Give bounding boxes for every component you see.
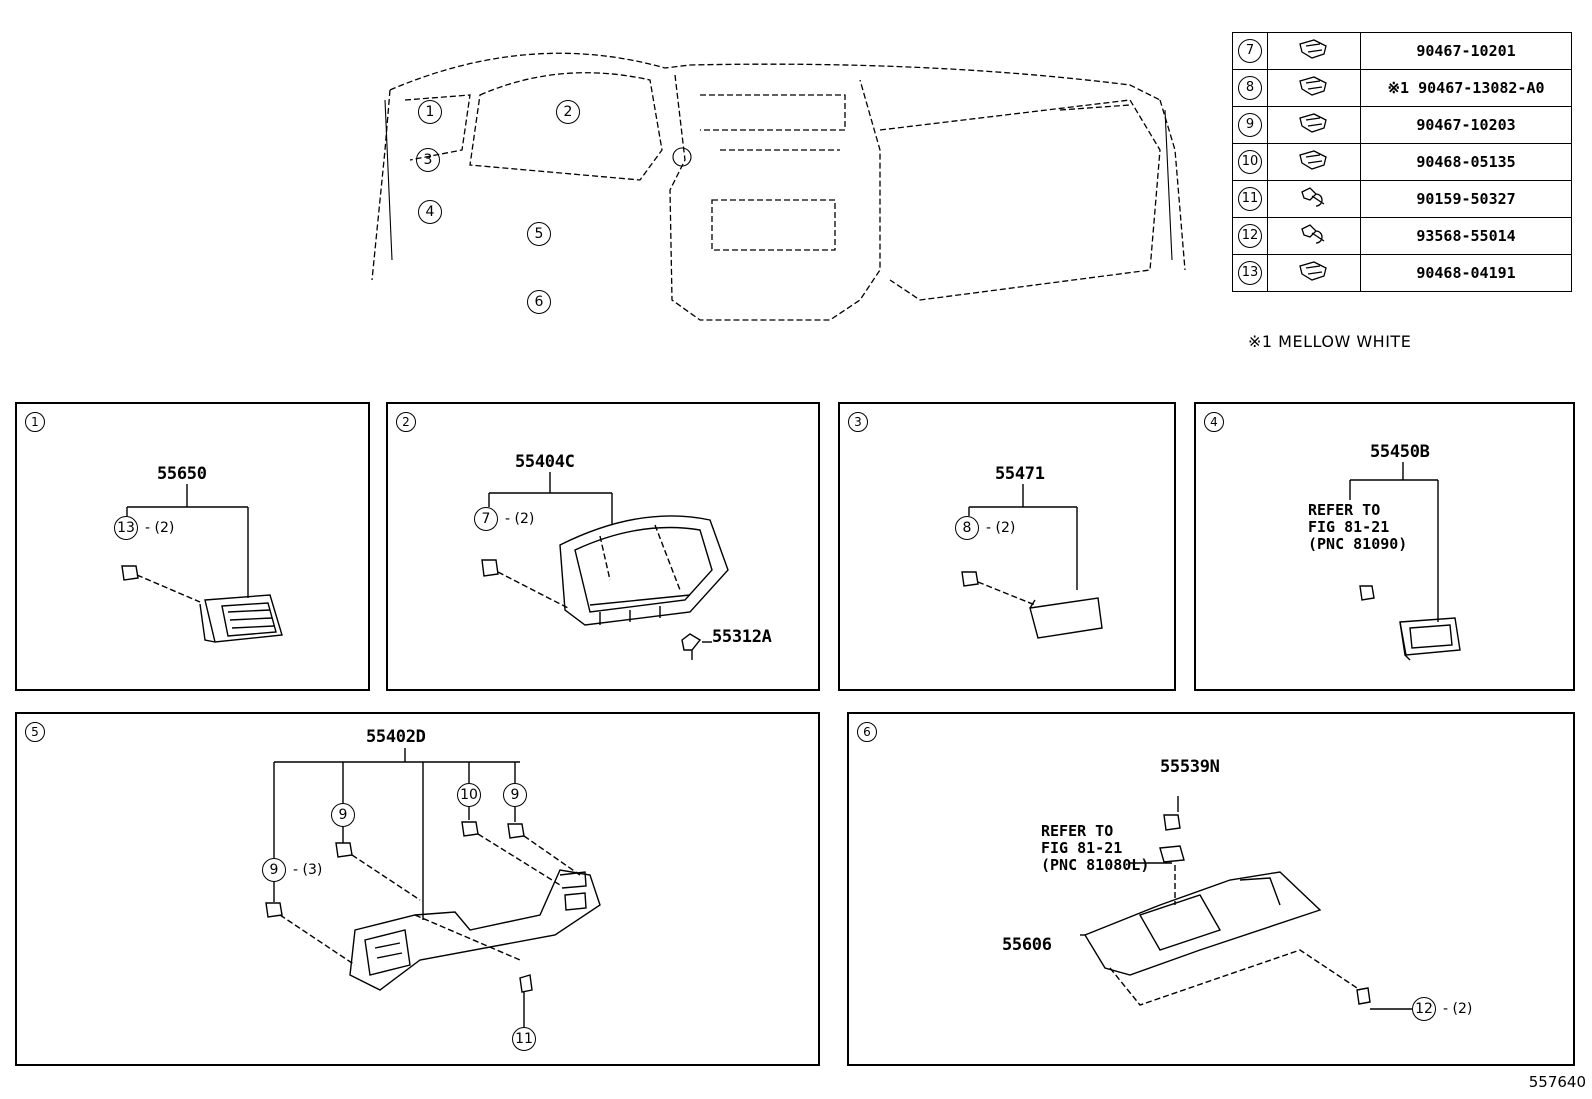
part-label-55471[interactable]: 55471 [995, 464, 1045, 484]
ref-circle[interactable]: 8 [1238, 76, 1262, 100]
legend-part-number[interactable]: ※1 90467-13082-A0 [1360, 69, 1572, 107]
ref-circle[interactable]: 7 [1238, 39, 1262, 63]
part-label-55539N[interactable]: 55539N [1160, 757, 1220, 777]
legend-icon-cell [1267, 69, 1361, 107]
legend-row: 8 ※1 90467-13082-A0 [1232, 69, 1572, 107]
legend-icon-cell [1267, 254, 1361, 292]
clip-icon [1299, 150, 1327, 170]
legend-icon-cell [1267, 180, 1361, 218]
legend-part-number[interactable]: 90159-50327 [1360, 180, 1572, 218]
overview-marker-2[interactable]: 2 [556, 100, 580, 124]
panel-number: 1 [25, 412, 45, 432]
callout-12[interactable]: 12 [1412, 997, 1436, 1021]
callout-7[interactable]: 7 [474, 507, 498, 531]
overview-marker-1[interactable]: 1 [418, 100, 442, 124]
overview-marker-3[interactable]: 3 [416, 148, 440, 172]
legend-part-number[interactable]: 93568-55014 [1360, 217, 1572, 255]
qty-label: - (2) [505, 511, 535, 527]
legend-row: 13 90468-04191 [1232, 254, 1572, 292]
panel-number: 6 [857, 722, 877, 742]
screw-icon [1301, 187, 1325, 207]
legend-part-number[interactable]: 90467-10203 [1360, 106, 1572, 144]
qty-label: - (2) [145, 520, 175, 536]
overview-marker-5[interactable]: 5 [527, 222, 551, 246]
refer-to-note: REFER TO FIG 81-21 (PNC 81090) [1308, 501, 1408, 553]
legend-part-number[interactable]: 90468-04191 [1360, 254, 1572, 292]
part-label-55450B[interactable]: 55450B [1370, 442, 1430, 462]
legend-part-number[interactable]: 90467-10201 [1360, 32, 1572, 70]
fastener-legend-table: 7 90467-10201 8 ※1 90467-13082-A0 9 90467-102… [1232, 32, 1572, 292]
panel-number: 5 [25, 722, 45, 742]
legend-row: 9 90467-10203 [1232, 106, 1572, 144]
legend-ref: 11 [1232, 180, 1268, 218]
qty-label: - (2) [1443, 1001, 1473, 1017]
part-label-55404C[interactable]: 55404C [515, 452, 575, 472]
panel-number: 4 [1204, 412, 1224, 432]
clip-icon [1299, 76, 1327, 96]
refer-to-note: REFER TO FIG 81-21 (PNC 81080L) [1041, 822, 1150, 874]
panel-5: 5 [15, 712, 820, 1066]
legend-ref: 9 [1232, 106, 1268, 144]
legend-ref: 13 [1232, 254, 1268, 292]
qty-label: - (2) [986, 520, 1016, 536]
legend-row: 12 93568-55014 [1232, 217, 1572, 255]
clip-icon [1299, 261, 1327, 281]
color-note: ※1 MELLOW WHITE [1248, 332, 1412, 351]
ref-circle[interactable]: 10 [1238, 150, 1262, 174]
overview-marker-6[interactable]: 6 [527, 290, 551, 314]
clip-icon [1299, 39, 1327, 59]
qty-label: - (3) [293, 862, 323, 878]
screw-icon [1301, 224, 1325, 244]
clip-icon [1299, 113, 1327, 133]
panel-2: 2 [386, 402, 820, 691]
callout-8[interactable]: 8 [955, 516, 979, 540]
panel-4: 4 [1194, 402, 1575, 691]
panel-number: 3 [848, 412, 868, 432]
legend-row: 10 90468-05135 [1232, 143, 1572, 181]
legend-ref: 10 [1232, 143, 1268, 181]
part-label-55312A[interactable]: 55312A [712, 627, 772, 647]
legend-row: 7 90467-10201 [1232, 32, 1572, 70]
part-label-55650[interactable]: 55650 [157, 464, 207, 484]
legend-icon-cell [1267, 217, 1361, 255]
panel-6: 6 [847, 712, 1575, 1066]
callout-11[interactable]: 11 [512, 1027, 536, 1051]
panel-3: 3 [838, 402, 1176, 691]
panel-1: 1 [15, 402, 370, 691]
ref-circle[interactable]: 9 [1238, 113, 1262, 137]
ref-circle[interactable]: 11 [1238, 187, 1262, 211]
diagram-id: 557640 [1528, 1073, 1586, 1091]
legend-icon-cell [1267, 106, 1361, 144]
legend-ref: 8 [1232, 69, 1268, 107]
overview-marker-4[interactable]: 4 [418, 200, 442, 224]
part-label-55606[interactable]: 55606 [1002, 935, 1052, 955]
panel-number: 2 [396, 412, 416, 432]
ref-circle[interactable]: 12 [1238, 224, 1262, 248]
legend-part-number[interactable]: 90468-05135 [1360, 143, 1572, 181]
ref-circle[interactable]: 13 [1238, 261, 1262, 285]
callout-13[interactable]: 13 [114, 516, 138, 540]
legend-icon-cell [1267, 143, 1361, 181]
part-label-55402D[interactable]: 55402D [366, 727, 426, 747]
legend-row: 11 90159-50327 [1232, 180, 1572, 218]
